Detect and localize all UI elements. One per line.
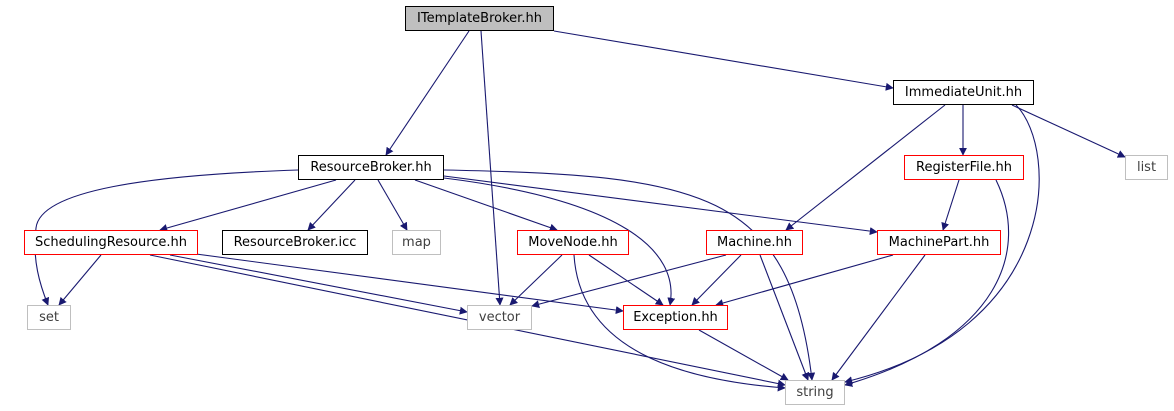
node-itemplatebroker[interactable]: ITemplateBroker.hh	[405, 6, 554, 31]
edge-resourcebroker-to-movenode	[414, 179, 558, 232]
edge-resourcebroker-to-machinepart	[443, 175, 878, 236]
edge-resourcebroker-to-resourcebroker-icc	[307, 179, 356, 231]
edge-machinepart-to-exception	[715, 254, 894, 307]
edge-resourcebroker-to-schedulingresource	[159, 179, 337, 232]
edge-registerfile-to-string	[844, 179, 1009, 387]
edge-machine-to-exception	[691, 254, 742, 306]
node-string[interactable]: string	[785, 380, 845, 405]
node-set[interactable]: set	[27, 305, 71, 330]
edge-exception-to-string	[698, 329, 789, 381]
edge-schedulingresource-to-set	[58, 254, 102, 306]
edge-schedulingresource-to-exception	[195, 253, 624, 315]
edge-immediateunit-to-machine	[785, 104, 946, 231]
edge-itemplatebroker-to-immediateunit	[553, 30, 894, 91]
edge-movenode-to-exception	[588, 254, 664, 306]
edge-itemplatebroker-to-resourcebroker	[385, 30, 470, 156]
node-resourcebroker-icc[interactable]: ResourceBroker.icc	[222, 230, 368, 255]
edge-movenode-to-string	[573, 254, 786, 392]
node-movenode[interactable]: MoveNode.hh	[517, 230, 629, 255]
edge-machine-to-vector	[531, 254, 727, 309]
edge-movenode-to-vector	[509, 254, 563, 306]
edge-itemplatebroker-to-vector	[480, 30, 504, 306]
node-machinepart[interactable]: MachinePart.hh	[877, 230, 1001, 255]
node-immediateunit[interactable]: ImmediateUnit.hh	[893, 80, 1034, 105]
node-resourcebroker[interactable]: ResourceBroker.hh	[298, 155, 444, 180]
edge-schedulingresource-to-vector	[169, 254, 468, 315]
node-map[interactable]: map	[392, 230, 441, 255]
edge-resourcebroker-to-set	[34, 169, 299, 306]
edge-immediateunit-to-list	[1011, 104, 1126, 158]
edge-resourcebroker-to-map	[377, 179, 408, 231]
edge-resourcebroker-to-exception	[443, 177, 676, 306]
node-registerfile[interactable]: RegisterFile.hh	[904, 155, 1024, 180]
edge-registerfile-to-machinepart	[941, 179, 960, 231]
node-machine[interactable]: Machine.hh	[706, 230, 803, 255]
node-schedulingresource[interactable]: SchedulingResource.hh	[24, 230, 198, 255]
edge-resourcebroker-to-string	[443, 169, 816, 381]
node-vector[interactable]: vector	[467, 305, 532, 330]
edge-machine-to-string	[759, 254, 810, 381]
node-exception[interactable]: Exception.hh	[623, 305, 728, 330]
edge-machinepart-to-string	[831, 254, 926, 381]
node-list[interactable]: list	[1125, 155, 1168, 180]
